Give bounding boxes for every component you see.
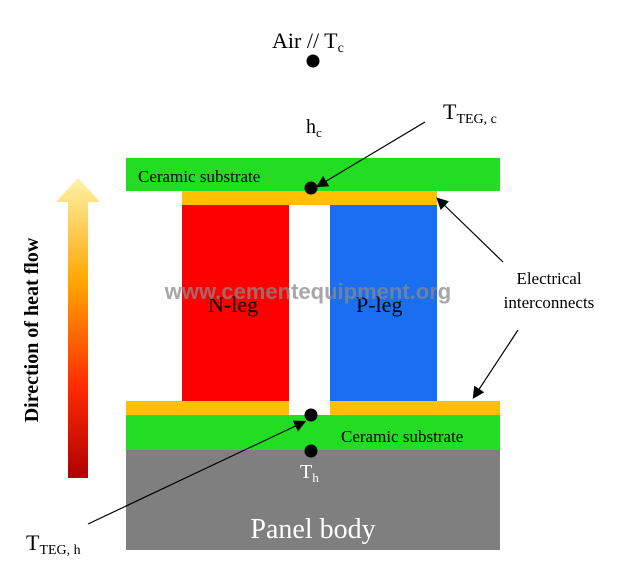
top-interconnect [182, 191, 437, 205]
bottom-interconnect-right [330, 401, 500, 415]
ceramic-bottom-label: Ceramic substrate [341, 427, 463, 446]
panel-body [126, 450, 500, 550]
interconnects-label-line1: Electrical [516, 269, 581, 288]
th-label: Th [300, 461, 319, 485]
watermark-text: www.cementequipment.org [164, 279, 451, 304]
interconnect-top-arrow [436, 197, 504, 263]
n-leg [182, 205, 289, 401]
tteg-h-arrow [87, 420, 307, 525]
heat-flow-arrow [56, 178, 100, 478]
air-label: Air // Tc [272, 28, 344, 56]
hc-label: hc [306, 116, 322, 140]
interconnect-bottom-arrow [472, 329, 519, 400]
ceramic-top-label: Ceramic substrate [138, 167, 260, 186]
p-leg-label: P-leg [356, 292, 402, 317]
air-point [306, 54, 320, 68]
n-leg-label: N-leg [208, 292, 258, 317]
interconnects-label-line2: interconnects [504, 293, 595, 312]
tteg-c-label: TTEG, c [443, 99, 497, 127]
tteg-h-point [304, 408, 318, 422]
panel-body-label: Panel body [250, 514, 375, 545]
p-leg [330, 205, 437, 401]
tteg-c-point [304, 181, 318, 195]
th-point [304, 444, 318, 458]
bottom-interconnect-left [126, 401, 289, 415]
heat-flow-label: Direction of heat flow [21, 237, 43, 422]
tteg-c-arrow [315, 121, 426, 188]
tteg-h-label: TTEG, h [26, 530, 81, 558]
